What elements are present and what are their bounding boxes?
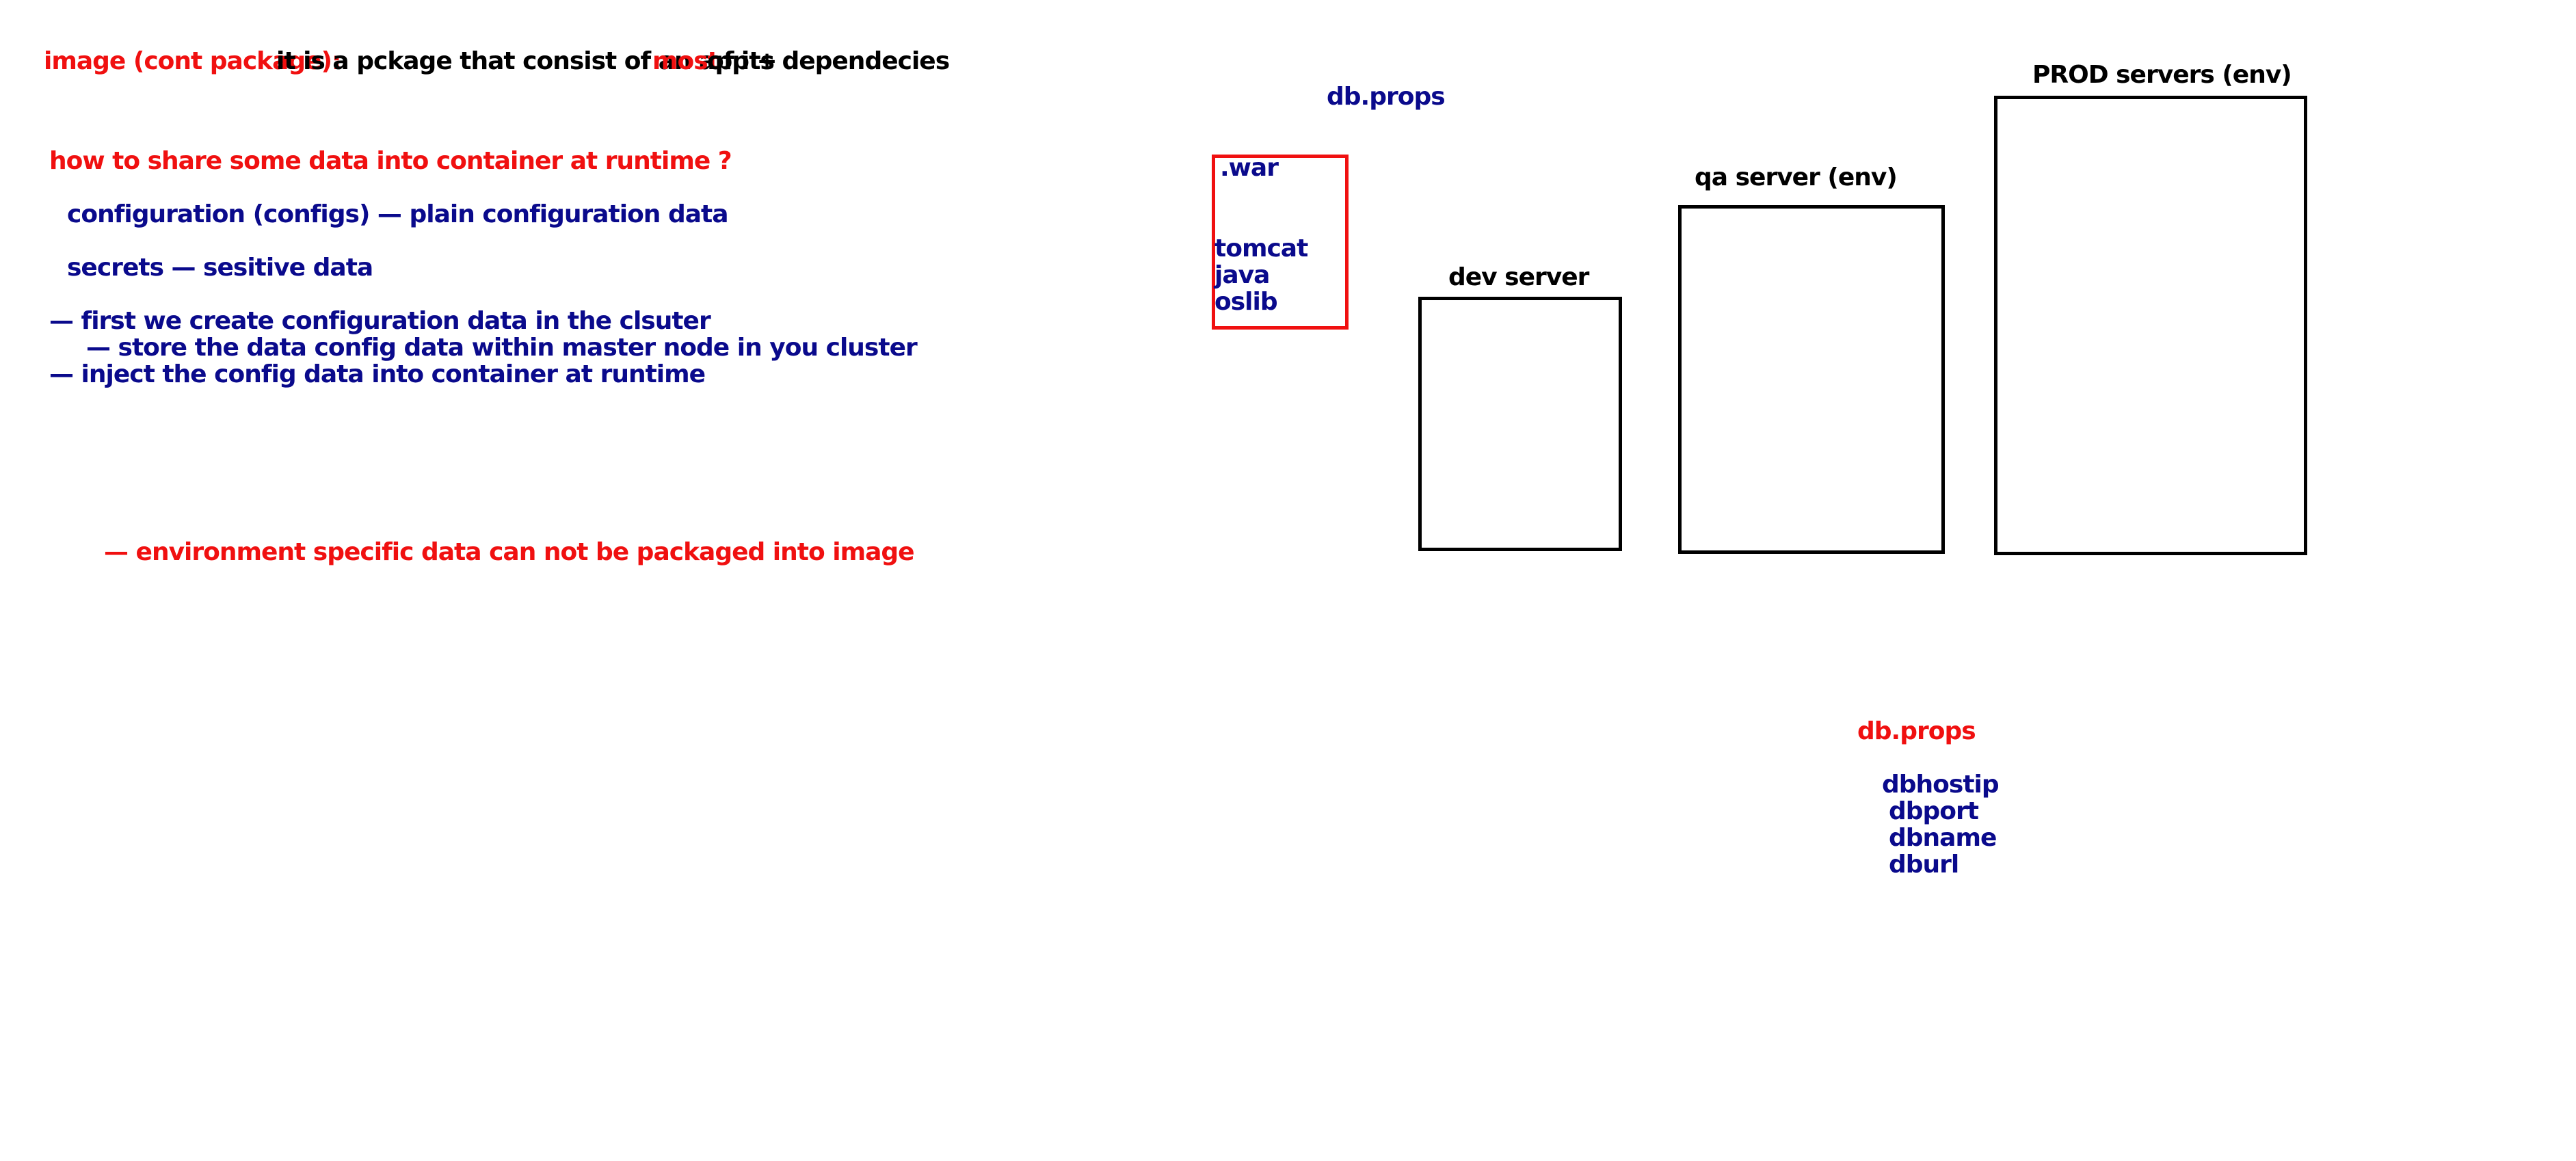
qa-server-label: qa server (env) bbox=[1695, 163, 1898, 191]
db-prop-name: dbname bbox=[1889, 824, 1997, 852]
step-inject-config: — inject the config data into container … bbox=[49, 360, 706, 388]
db-props-title: db.props bbox=[1857, 717, 1976, 745]
image-definition-suffix: of its dependecies bbox=[707, 47, 950, 75]
stack-tomcat: tomcat bbox=[1214, 235, 1308, 263]
secrets-note: secrets — sesitive data bbox=[67, 254, 373, 282]
question-heading: how to share some data into container at… bbox=[49, 147, 732, 175]
db-props-label-top: db.props bbox=[1327, 83, 1446, 111]
db-prop-port: dbport bbox=[1889, 797, 1979, 825]
prod-server-label: PROD servers (env) bbox=[2032, 61, 2292, 89]
dev-server-label: dev server bbox=[1448, 263, 1589, 291]
war-label: .war bbox=[1220, 154, 1279, 182]
environment-note: — environment specific data can not be p… bbox=[104, 538, 915, 566]
stack-oslib: oslib bbox=[1214, 288, 1278, 316]
image-definition-highlight: most bbox=[652, 47, 719, 75]
image-definition-body: it is a pckage that consist of an app + bbox=[276, 47, 778, 75]
qa-server-box bbox=[1678, 205, 1945, 554]
dev-server-box bbox=[1418, 297, 1622, 551]
stack-java: java bbox=[1214, 261, 1270, 289]
image-definition-prefix: image (cont package): bbox=[44, 47, 341, 75]
prod-server-box bbox=[1994, 96, 2307, 555]
db-prop-url: dburl bbox=[1889, 851, 1959, 879]
step-store-config: — store the data config data within mast… bbox=[86, 334, 918, 362]
db-prop-hostip: dbhostip bbox=[1882, 771, 2000, 799]
image-package-box bbox=[1212, 155, 1349, 330]
configs-note: configuration (configs) — plain configur… bbox=[67, 200, 729, 228]
step-create-config: — first we create configuration data in … bbox=[49, 307, 711, 335]
